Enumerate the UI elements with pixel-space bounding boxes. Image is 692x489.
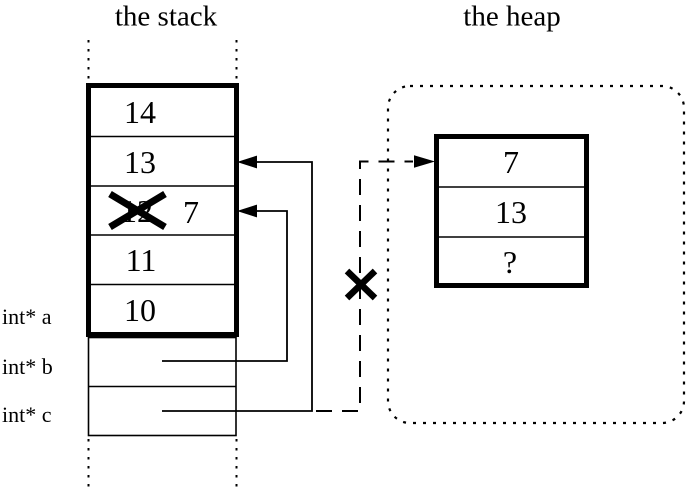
heap-cell-value: 13 <box>495 194 527 230</box>
stack-cell-value: 10 <box>124 292 156 328</box>
heap-cell-value: 7 <box>503 144 519 180</box>
stack-cell-replacement-value: 7 <box>183 194 199 230</box>
stack-cell-value: 11 <box>125 242 157 278</box>
stack-title: the stack <box>114 0 218 33</box>
stack-cell-value: 13 <box>124 144 156 180</box>
pointer-label-b: int* b <box>2 354 53 379</box>
pointer-label-c: int* c <box>2 402 52 427</box>
pointer-label-a: int* a <box>2 304 52 329</box>
heap-title: the heap <box>463 0 561 33</box>
heap-cell-value: ? <box>502 244 518 280</box>
stack-cell-crossed-out-value: 12 <box>121 193 153 229</box>
stack-cell-value: 14 <box>124 94 156 130</box>
